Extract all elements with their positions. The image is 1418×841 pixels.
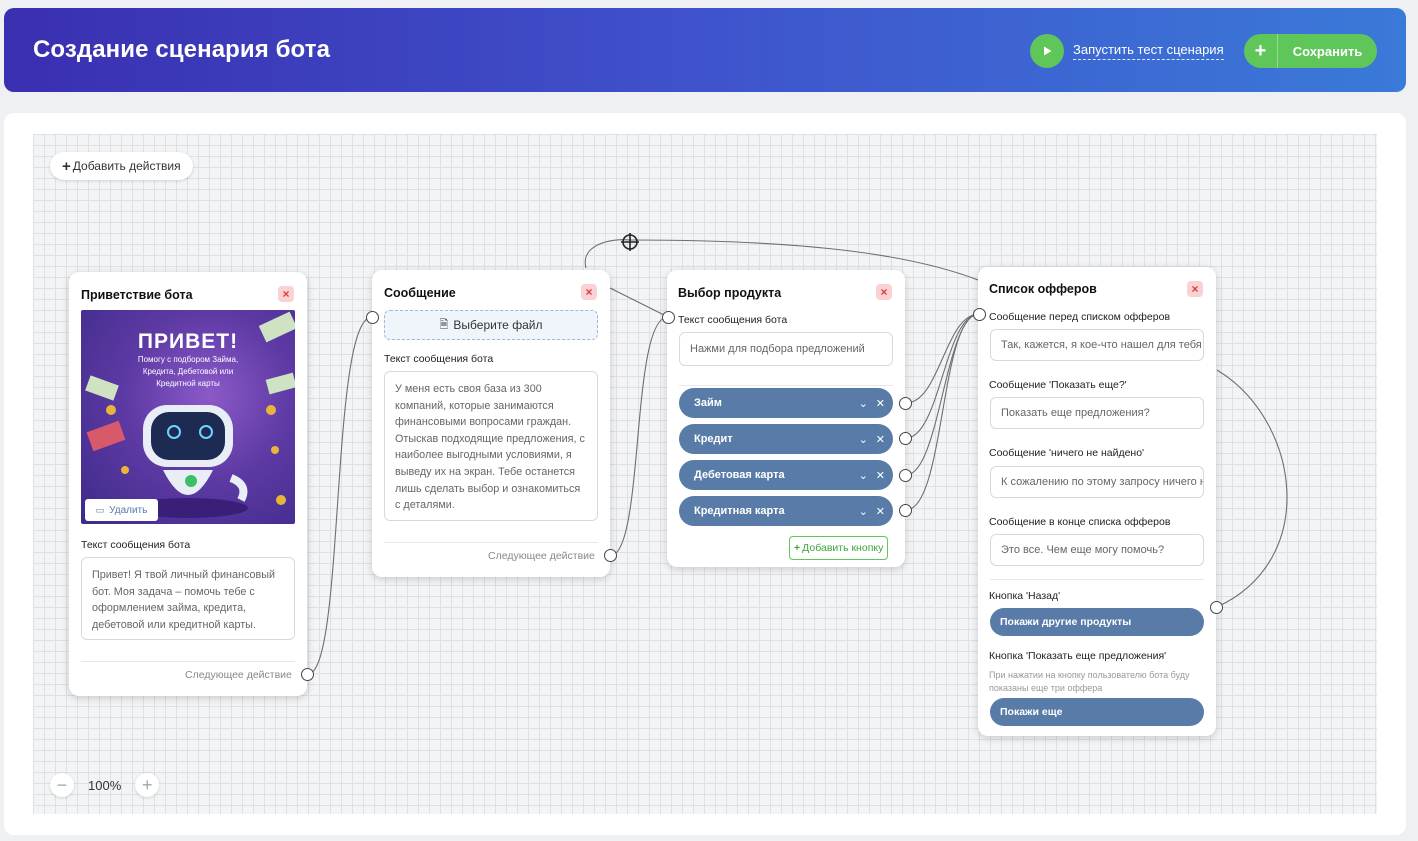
close-icon[interactable]: × — [581, 284, 597, 300]
promo-heading: ПРИВЕТ! — [137, 330, 239, 353]
plus-icon: + — [1244, 34, 1278, 68]
end-of-list-input[interactable]: Это все. Чем еще могу помочь? — [990, 534, 1204, 566]
node-product-choice[interactable]: Выбор продукта × Текст сообщения бота На… — [667, 270, 905, 567]
divider — [679, 385, 893, 386]
show-more-hint: При нажатии на кнопку пользователю бота … — [989, 670, 1190, 693]
close-icon[interactable]: × — [278, 286, 294, 302]
show-more-button-label: Кнопка 'Показать еще предложения' — [989, 650, 1167, 662]
bot-text-input[interactable]: Нажми для подбора предложений — [679, 332, 893, 366]
text-label: Текст сообщения бота — [384, 353, 494, 365]
run-test-label: Запустить тест сценария — [1073, 42, 1224, 60]
next-action-label: Следующее действие — [185, 669, 292, 681]
page-header: Создание сценария бота Запустить тест сц… — [4, 8, 1406, 92]
play-icon — [1030, 34, 1064, 68]
bot-text-input[interactable]: Привет! Я твой личный финансовый бот. Мо… — [81, 557, 295, 640]
close-icon[interactable]: ✕ — [875, 433, 885, 446]
zaim-port[interactable] — [899, 397, 912, 410]
kredit-port[interactable] — [899, 432, 912, 445]
zoom-level: 100% — [88, 777, 122, 793]
option-label: Кредит — [694, 433, 733, 445]
offers-input-port[interactable] — [973, 308, 986, 321]
node-title: Приветствие бота — [81, 288, 193, 302]
close-icon[interactable]: × — [876, 284, 892, 300]
greeting-image: ПРИВЕТ! Помогу с подбором Займа, Кредита… — [81, 310, 295, 524]
trash-icon: ▭ — [95, 504, 105, 515]
text-label: Текст сообщения бота — [81, 539, 191, 551]
greeting-next-port[interactable] — [301, 668, 314, 681]
back-button-text: Покажи другие продукты — [1000, 616, 1132, 628]
before-list-label: Сообщение перед списком офферов — [989, 311, 1171, 323]
show-more-message-input[interactable]: Показать еще предложения? — [990, 397, 1204, 429]
show-more-button[interactable]: Покажи еще — [990, 698, 1204, 726]
end-of-list-label: Сообщение в конце списка офферов — [989, 516, 1171, 528]
close-icon[interactable]: ✕ — [875, 469, 885, 482]
option-button-zaim[interactable]: Займ ⌄ ✕ — [679, 388, 893, 418]
add-actions-label: Добавить действия — [72, 159, 181, 173]
chevron-down-icon[interactable]: ⌄ — [858, 469, 868, 482]
file-icon: 🗎 — [439, 318, 449, 331]
show-more-button-text: Покажи еще — [1000, 706, 1063, 718]
node-offers-list[interactable]: Список офферов × Сообщение перед списком… — [978, 267, 1216, 736]
option-button-kredit[interactable]: Кредит ⌄ ✕ — [679, 424, 893, 454]
back-button-port[interactable] — [1210, 601, 1223, 614]
zoom-out-button[interactable]: − — [50, 773, 74, 797]
debit-card-port[interactable] — [899, 469, 912, 482]
show-more-message-label: Сообщение 'Показать еще?' — [989, 379, 1127, 391]
option-button-credit-card[interactable]: Кредитная карта ⌄ ✕ — [679, 496, 893, 526]
chevron-down-icon[interactable]: ⌄ — [858, 397, 868, 410]
node-title: Сообщение — [384, 286, 456, 300]
nothing-found-label: Сообщение 'ничего не найдено' — [989, 447, 1145, 459]
node-title: Список офферов — [989, 282, 1097, 296]
credit-card-port[interactable] — [899, 504, 912, 517]
zoom-controls: − 100% + — [50, 771, 160, 799]
back-button-label: Кнопка 'Назад' — [989, 590, 1061, 602]
close-icon[interactable]: ✕ — [875, 397, 885, 410]
product-input-port[interactable] — [662, 311, 675, 324]
chevron-down-icon[interactable]: ⌄ — [858, 433, 868, 446]
node-title: Выбор продукта — [678, 286, 782, 300]
node-message[interactable]: Сообщение × 🗎 Выберите файл Текст сообще… — [372, 270, 610, 577]
message-input-port[interactable] — [366, 311, 379, 324]
plus-icon: + — [794, 542, 801, 554]
divider — [990, 579, 1204, 580]
next-action-label: Следующее действие — [488, 550, 595, 562]
zoom-in-button[interactable]: + — [135, 773, 160, 797]
node-greeting[interactable]: Приветствие бота × ПРИВЕТ! Помогу с подб… — [69, 272, 307, 696]
close-icon[interactable]: × — [1187, 281, 1203, 297]
delete-image-button[interactable]: ▭ Удалить — [85, 499, 158, 521]
add-button-button[interactable]: + Добавить кнопку — [789, 536, 889, 560]
delete-label: Удалить — [109, 504, 148, 516]
nothing-found-input[interactable]: К сожалению по этому запросу ничего не н… — [990, 466, 1204, 498]
before-list-input[interactable]: Так, кажется, я кое-что нашел для тебя — [990, 329, 1204, 361]
option-label: Кредитная карта — [694, 505, 785, 517]
message-next-port[interactable] — [604, 549, 617, 562]
save-label: Сохранить — [1292, 43, 1363, 59]
divider — [384, 542, 598, 543]
page-title: Создание сценария бота — [33, 36, 331, 63]
option-label: Дебетовая карта — [694, 469, 785, 481]
add-button-label: Добавить кнопку — [802, 542, 884, 554]
close-icon[interactable]: ✕ — [875, 505, 885, 518]
option-label: Займ — [694, 397, 722, 409]
run-test-button[interactable]: Запустить тест сценария — [1030, 34, 1224, 68]
chevron-down-icon[interactable]: ⌄ — [858, 505, 868, 518]
choose-file-button[interactable]: 🗎 Выберите файл — [384, 310, 598, 340]
promo-subtitle: Помогу с подбором Займа, Кредита, Дебето… — [137, 355, 239, 388]
option-button-debit-card[interactable]: Дебетовая карта ⌄ ✕ — [679, 460, 893, 490]
bot-text-input[interactable]: У меня есть своя база из 300 компаний, к… — [384, 371, 598, 521]
text-label: Текст сообщения бота — [678, 314, 788, 326]
choose-file-label: Выберите файл — [453, 318, 543, 332]
add-actions-button[interactable]: + Добавить действия — [50, 152, 193, 180]
back-button[interactable]: Покажи другие продукты — [990, 608, 1204, 636]
save-button[interactable]: + Сохранить — [1244, 34, 1377, 68]
plus-icon: + — [62, 157, 71, 175]
divider — [81, 661, 295, 662]
